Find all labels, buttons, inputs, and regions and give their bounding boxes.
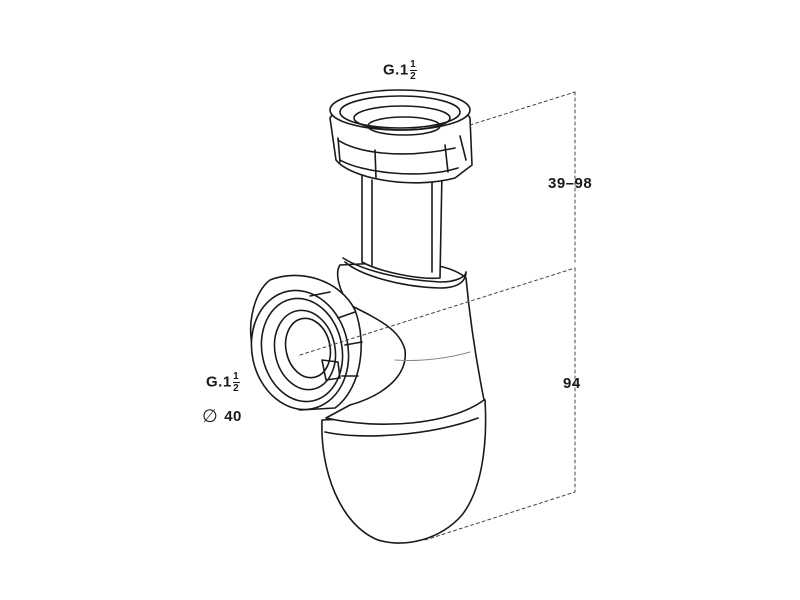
diameter-symbol: ∅ [202, 406, 219, 426]
side-thread-numerator: 1 [233, 371, 240, 382]
bottle-upper-body [325, 257, 485, 425]
side-thread-denominator: 2 [233, 383, 240, 394]
top-thread-numerator: 1 [410, 59, 417, 70]
side-coupling-nut [249, 274, 363, 411]
top-thread-main: G.1 [383, 61, 409, 79]
depth-label: 94 [563, 375, 581, 392]
dimension-lines [299, 91, 576, 541]
diameter-label: ∅ 40 [202, 406, 242, 426]
diameter-value: 40 [224, 408, 242, 425]
top-thread-denominator: 2 [410, 71, 417, 82]
vertical-tube [361, 171, 443, 280]
side-thread-main: G.1 [206, 373, 232, 391]
top-coupling-nut [329, 89, 473, 184]
height-adjust-label: 39–98 [548, 175, 593, 192]
